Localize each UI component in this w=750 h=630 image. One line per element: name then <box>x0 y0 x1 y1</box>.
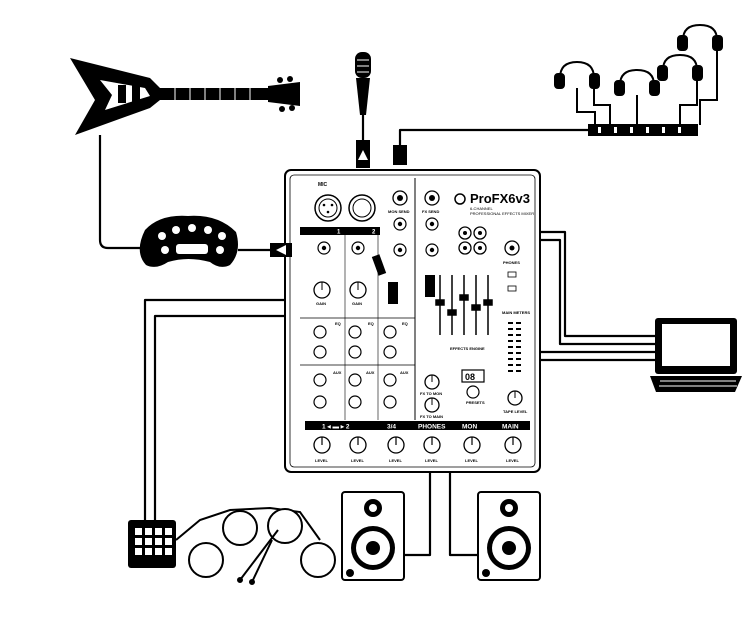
xlr-input-1[interactable] <box>314 194 342 222</box>
main-meters-label: MAIN METERS <box>502 310 530 315</box>
eq-knobs[interactable] <box>313 325 397 359</box>
fx-display-value: 08 <box>465 372 475 382</box>
channel-1-label: 1 <box>337 230 341 236</box>
bottom-label-ch34: 3/4 <box>387 424 396 431</box>
eq-label-1: EQ <box>335 321 341 326</box>
aux-label-3: AUX <box>400 370 409 375</box>
line-input-5[interactable] <box>425 217 439 231</box>
bottom-label-main: MAIN <box>502 424 519 431</box>
line-input-2[interactable] <box>351 241 365 255</box>
mixer: ProFX6v3 6-CHANNEL PROFESSIONAL EFFECTS … <box>270 140 541 473</box>
tape-level-label: TAPE LEVEL <box>503 409 528 414</box>
gain-label-2: GAIN <box>352 301 362 306</box>
gain-label-1: GAIN <box>316 301 326 306</box>
power-switch[interactable] <box>507 271 517 278</box>
presets-label: PRESETS <box>466 400 485 405</box>
effects-engine-label: EFFECTS ENGINE <box>450 346 485 351</box>
presets-knob[interactable] <box>466 385 480 399</box>
line-input-1[interactable] <box>317 241 331 255</box>
guitar <box>70 58 300 135</box>
headphone-amp <box>588 124 698 136</box>
effects-pedal <box>139 215 238 267</box>
level-label-2: LEVEL <box>351 458 364 463</box>
mic-label: MIC <box>318 182 328 188</box>
level-label-3: LEVEL <box>389 458 402 463</box>
bottom-label-mon: MON <box>462 424 477 431</box>
level-label-1: LEVEL <box>315 458 328 463</box>
level-label-4: LEVEL <box>425 458 438 463</box>
drums <box>175 506 336 585</box>
mon-send-jack[interactable] <box>392 190 408 206</box>
drum-pad <box>128 520 176 568</box>
mixer-brand: ProFX6v3 <box>470 191 530 206</box>
headphone-1 <box>554 60 611 125</box>
laptop <box>650 318 742 392</box>
graphic-eq-faders[interactable] <box>435 275 493 335</box>
cable-drumpad-1 <box>143 298 320 520</box>
gain-knob-2[interactable] <box>349 281 367 299</box>
headphone-3 <box>657 53 703 125</box>
fx-to-mon-knob[interactable] <box>424 374 440 390</box>
cable-guitar-to-pedal <box>98 135 140 250</box>
level-label-5: LEVEL <box>465 458 478 463</box>
channel-2-label: 2 <box>372 230 376 236</box>
fx-display <box>461 369 485 383</box>
level-label-6: LEVEL <box>506 458 519 463</box>
tape-level-knob[interactable] <box>507 390 523 406</box>
xlr-input-2[interactable] <box>348 194 376 222</box>
gain-knob-1[interactable] <box>313 281 331 299</box>
headphones <box>554 23 723 125</box>
bottom-label-phones: PHONES <box>418 424 446 431</box>
fx-to-main-knob[interactable] <box>424 397 440 413</box>
monitor-speaker-left <box>341 491 405 581</box>
aux-knobs[interactable] <box>313 373 397 409</box>
mixer-subtitle-1: 6-CHANNEL <box>470 206 493 211</box>
mixer-subtitle-2: PROFESSIONAL EFFECTS MIXER <box>470 211 534 216</box>
phantom-switch[interactable] <box>507 285 517 292</box>
phones-jack[interactable] <box>504 240 520 256</box>
phones-label-top: PHONES <box>503 260 520 265</box>
cable-headphone-amp <box>398 128 590 148</box>
main-meters <box>508 322 521 372</box>
rca-jacks[interactable] <box>458 226 487 255</box>
fx-to-mon-label: FX TO MON <box>420 391 442 396</box>
line-input-4[interactable] <box>393 243 407 257</box>
monitor-speaker-right <box>477 491 541 581</box>
line-input-3[interactable] <box>393 217 407 231</box>
fx-send-jack[interactable] <box>424 190 440 206</box>
aux-label-1: AUX <box>333 370 342 375</box>
line-input-6[interactable] <box>425 243 439 257</box>
microphone <box>355 52 371 115</box>
bottom-label-bar <box>305 421 530 430</box>
eq-label-3: EQ <box>402 321 408 326</box>
mon-send-label: MON SEND <box>388 209 410 214</box>
channel-number-bar <box>300 227 380 235</box>
fx-send-label: FX SEND <box>422 209 439 214</box>
headphone-4 <box>677 23 723 125</box>
bottom-label-ch12: 1 ◂ ▬ ▸ 2 <box>322 424 350 431</box>
aux-label-2: AUX <box>366 370 375 375</box>
eq-label-2: EQ <box>368 321 374 326</box>
fx-to-main-label: FX TO MAIN <box>420 414 443 419</box>
headphone-2 <box>614 68 660 125</box>
